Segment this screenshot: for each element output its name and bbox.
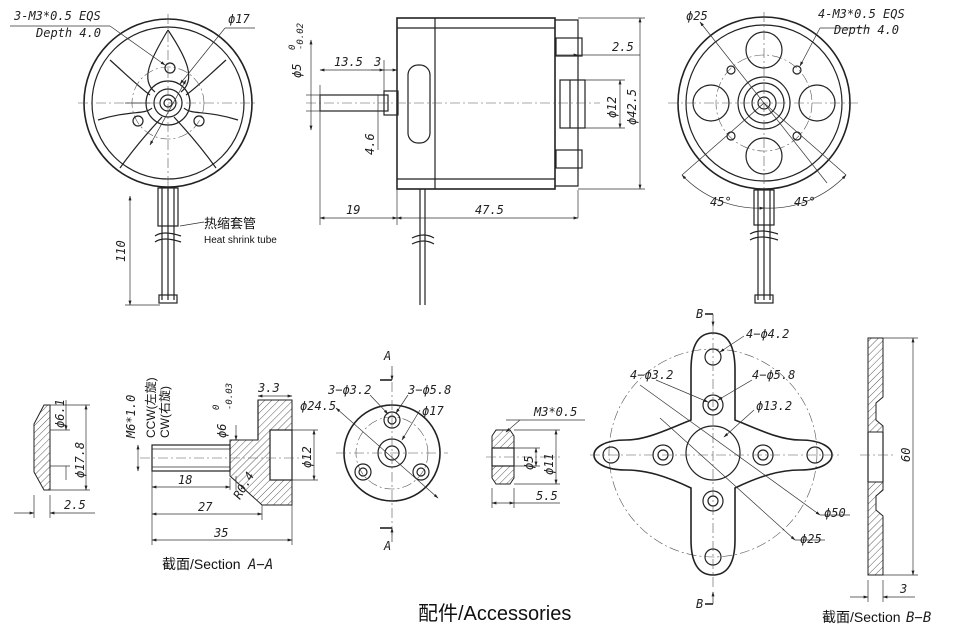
side-dim-19: 19 (346, 203, 360, 217)
nut-dia-11: ϕ11 (542, 453, 556, 475)
adapter-cw: CW(右旋) (157, 386, 172, 438)
side-shaft-tol-lower: -0.02 (296, 23, 306, 50)
front-thread-note: 3-M3*0.5 EQS (13, 9, 101, 23)
cap-part (14, 400, 95, 518)
adapter-dia-17: ϕ17 (422, 404, 444, 418)
rear-view (668, 12, 870, 304)
side-view (306, 17, 645, 305)
mount-section-dim-3: 3 (899, 582, 907, 596)
side-dia-42-5: ϕ42.5 (625, 89, 639, 125)
adapter-dim-18: 18 (178, 473, 192, 487)
adapter-holes-3-2: 3−ϕ3.2 (327, 383, 371, 397)
x-mount-part (590, 313, 850, 605)
adapter-dia-6-tol-upper: 0 (212, 405, 222, 410)
section-b-top: B (696, 307, 703, 321)
section-b-bottom: B (696, 597, 703, 611)
section-b-letter: B−B (906, 610, 931, 626)
adapter-dim-35: 35 (213, 526, 228, 540)
side-dim-4-6: 4.6 (363, 133, 377, 155)
nut-thread: M3*0.5 (533, 405, 577, 419)
accessories-title: 配件/Accessories (418, 602, 571, 625)
adapter-thread: M6*1.0 (124, 395, 138, 439)
adapter-dia-12: ϕ12 (300, 446, 314, 468)
mount-section-view (850, 337, 918, 602)
mount-holes-4-2: 4−ϕ4.2 (746, 327, 789, 341)
mount-dia-13-2: ϕ13.2 (756, 399, 792, 413)
rear-depth-note: Depth 4.0 (833, 23, 899, 37)
adapter-ccw: CCW(左旋) (143, 377, 158, 438)
front-lead-110: 110 (114, 240, 128, 262)
tube-label-en: Heat shrink tube (204, 235, 277, 246)
side-dim-13-5: 13.5 (334, 55, 363, 69)
cap-dim-2-5: 2.5 (64, 498, 86, 512)
mount-dia-25: ϕ25 (800, 532, 822, 546)
rear-dia-25: ϕ25 (686, 9, 708, 23)
tube-label-cn: 热缩套管 (204, 216, 256, 231)
rear-angle-1: 45° (710, 195, 732, 209)
rear-thread-note: 4-M3*0.5 EQS (818, 7, 905, 21)
side-shaft-dia: ϕ5 (290, 64, 304, 78)
adapter-face-view (335, 366, 448, 542)
side-dim-47-5: 47.5 (475, 203, 504, 217)
adapter-dia-6-tol-lower: -0.03 (225, 383, 235, 410)
cap-dia-17-8: ϕ17.8 (73, 442, 87, 478)
front-dia-17: ϕ17 (228, 12, 250, 26)
mount-holes-3-2: 4−ϕ3.2 (630, 368, 673, 382)
adapter-holes-5-8: 3−ϕ5.8 (407, 383, 451, 397)
adapter-dim-27: 27 (198, 500, 213, 514)
section-b-label: 截面/Section (822, 609, 901, 625)
mount-section-dim-60: 60 (899, 448, 913, 462)
prop-adapter-section (136, 394, 318, 545)
nut-dim-5-5: 5.5 (536, 489, 558, 503)
side-dim-3: 3 (373, 55, 381, 69)
section-a-letter: A−A (247, 557, 273, 573)
front-depth-note: Depth 4.0 (35, 26, 101, 40)
side-shaft-tol-upper: 0 (288, 45, 298, 50)
adapter-dia-24-5: ϕ24.5 (300, 399, 336, 413)
section-a-top: A (383, 349, 391, 363)
section-a-label: 截面/Section (162, 556, 241, 572)
nut-dia-5: ϕ5 (522, 456, 536, 470)
adapter-dia-6: ϕ6 (215, 424, 229, 438)
mount-holes-5-8: 4−ϕ5.8 (752, 368, 795, 382)
side-dia-12: ϕ12 (605, 96, 619, 118)
adapter-dim-3-3: 3.3 (257, 381, 280, 395)
nut-part (486, 419, 585, 508)
front-view (10, 14, 258, 306)
cap-dia-6-1: ϕ6.1 (53, 399, 67, 428)
rear-angle-2: 45° (794, 195, 816, 209)
section-a-bottom: A (383, 539, 391, 553)
mount-dia-50: ϕ50 (824, 506, 846, 520)
side-dim-2-5: 2.5 (612, 40, 634, 54)
